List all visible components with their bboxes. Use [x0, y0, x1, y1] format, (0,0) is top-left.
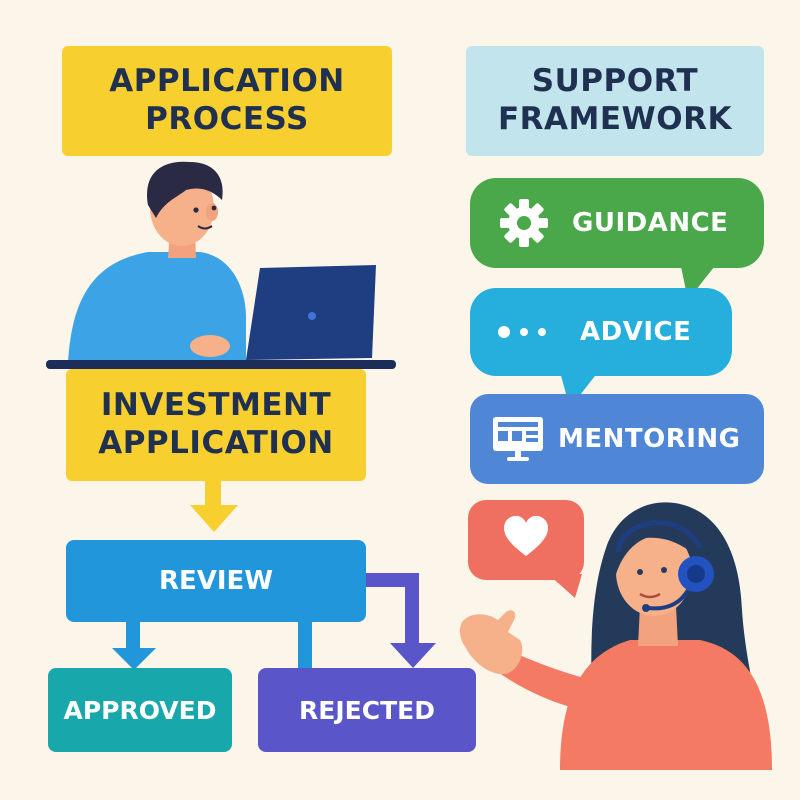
application-process-title-line2: PROCESS: [145, 101, 309, 137]
advice-bubble: ADVICE: [470, 288, 732, 376]
approved-label: APPROVED: [63, 695, 217, 725]
investment-application-line1: INVESTMENT: [100, 387, 332, 424]
mentoring-bubble: MENTORING: [470, 394, 764, 484]
application-process-title-line1: APPLICATION: [109, 63, 345, 100]
mentoring-label: MENTORING: [558, 424, 741, 454]
application-process-title: APPLICATION PROCESS: [62, 46, 392, 156]
arrow-down-icon: [190, 481, 238, 532]
advice-label: ADVICE: [580, 317, 692, 347]
heart-icon: [504, 515, 548, 556]
arrow-down-icon: [112, 620, 156, 670]
arrow-elbow-icon: [364, 573, 436, 668]
review-box: REVIEW: [66, 540, 366, 622]
rejected-label: REJECTED: [299, 695, 435, 725]
review-label: REVIEW: [158, 566, 274, 596]
investment-application-line2: APPLICATION: [98, 425, 334, 461]
guidance-bubble: GUIDANCE: [470, 178, 764, 268]
rejected-box: REJECTED: [258, 668, 476, 752]
dashboard-icon: [493, 417, 543, 461]
investment-application-box: INVESTMENT APPLICATION: [66, 369, 366, 481]
gear-icon: [500, 199, 548, 247]
support-framework-title-line2: FRAMEWORK: [497, 101, 732, 137]
guidance-label: GUIDANCE: [572, 208, 729, 238]
ellipsis-icon: [498, 326, 546, 338]
heart-bubble: [468, 500, 584, 598]
support-framework-title: SUPPORT FRAMEWORK: [466, 46, 764, 156]
approved-box: APPROVED: [48, 668, 232, 752]
support-framework-title-line1: SUPPORT: [531, 63, 699, 100]
